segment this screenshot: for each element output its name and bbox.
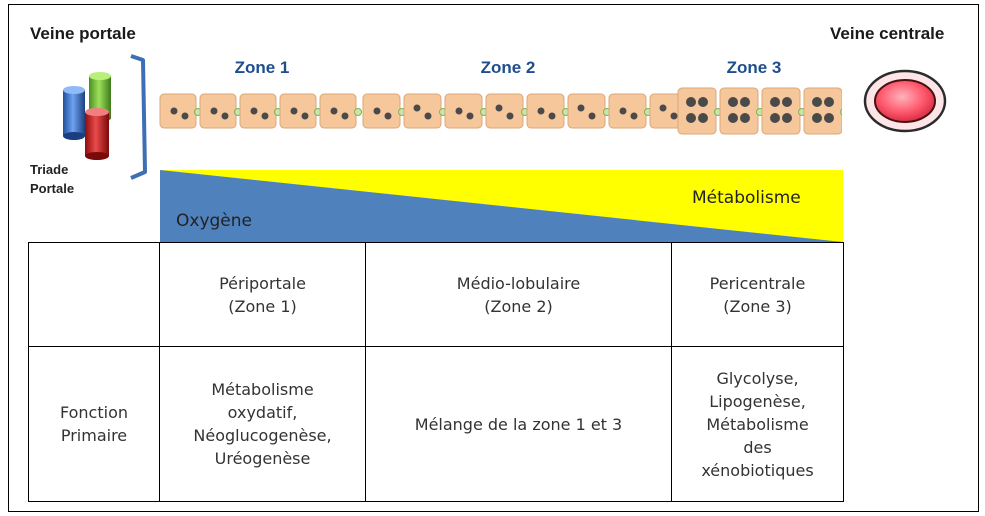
nucleus (577, 104, 585, 112)
nucleus (221, 112, 229, 120)
cell-function-zone1-text: Métabolisme oxydatif, Néoglucogenèse, Ur… (193, 380, 332, 468)
junction (354, 108, 362, 116)
hepatocyte-row-icon (159, 87, 842, 135)
nucleus (659, 104, 667, 112)
cell-function-label-text: Fonction Primaire (59, 403, 128, 445)
nucleus (670, 112, 678, 120)
nucleus (210, 107, 218, 115)
cell-header-zone2-text: Médio-lobulaire (Zone 2) (456, 273, 581, 316)
zone1-label: Zone 1 (234, 58, 290, 77)
portal-vein-label: Veine portale (30, 24, 136, 43)
hepatocyte-cell (677, 87, 717, 135)
hepatocyte-cell (719, 87, 759, 135)
nucleus (740, 113, 750, 123)
nucleus (770, 113, 780, 123)
zone2-label: Zone 2 (480, 58, 536, 77)
nucleus (466, 112, 474, 120)
metabolism-label: Métabolisme (692, 188, 801, 208)
junction (840, 108, 842, 116)
zone3-label: Zone 3 (726, 58, 782, 77)
nucleus (686, 97, 696, 107)
oxygen-metabolism-gradient (160, 170, 843, 242)
nucleus (506, 112, 514, 120)
nucleus (548, 112, 556, 120)
cell-header-zone1: Périportale (Zone 1) (160, 243, 365, 346)
nucleus (413, 104, 421, 112)
cell-function-zone2: Mélange de la zone 1 et 3 (366, 347, 671, 501)
nucleus (824, 97, 834, 107)
nucleus (686, 113, 696, 123)
cell-header-zone2: Médio-lobulaire (Zone 2) (366, 243, 671, 346)
oxygen-label: Oxygène (176, 211, 252, 231)
hepatocyte-cell (567, 93, 606, 129)
cell-header-zone3: Pericentrale (Zone 3) (672, 243, 843, 346)
hepatocyte-cell (608, 93, 647, 129)
nucleus (250, 107, 258, 115)
hepatocyte-cell (279, 93, 317, 129)
nucleus (630, 112, 638, 120)
hepatocyte-cell (526, 93, 565, 129)
nucleus (455, 107, 463, 115)
nucleus (181, 112, 189, 120)
cell-header-zone1-text: Périportale (Zone 1) (219, 273, 306, 316)
cell-function-zone3: Glycolyse, Lipogenèse, Métabolisme des x… (672, 347, 843, 501)
oxygen-band (160, 170, 843, 242)
hepatocyte-cell (761, 87, 801, 135)
nucleus (537, 107, 545, 115)
cell-function-zone3-text: Glycolyse, Lipogenèse, Métabolisme des x… (701, 368, 814, 480)
nucleus (424, 112, 432, 120)
triad-label-line2: Portale (30, 181, 75, 196)
zone-function-table: Périportale (Zone 1) Médio-lobulaire (Zo… (28, 242, 844, 502)
nucleus (261, 112, 269, 120)
nucleus (341, 112, 349, 120)
nucleus (619, 107, 627, 115)
nucleus (812, 113, 822, 123)
cell-function-label: Fonction Primaire (29, 347, 159, 501)
nucleus (698, 97, 708, 107)
nucleus (770, 97, 780, 107)
nucleus (495, 104, 503, 112)
hepatocyte-cell (403, 93, 442, 129)
hepatocyte-cell (319, 93, 357, 129)
central-vein-icon (863, 69, 947, 133)
triad-label: Triade Portale (30, 160, 74, 198)
hepatocyte-cell (444, 93, 483, 129)
central-vein-label: Veine centrale (830, 24, 945, 43)
nucleus (812, 97, 822, 107)
hepatocyte-cell (199, 93, 237, 129)
hepatocyte-cell (159, 93, 197, 129)
figure-frame (8, 4, 979, 512)
hepatocyte-cell (362, 93, 401, 129)
nucleus (301, 112, 309, 120)
nucleus (384, 112, 392, 120)
nucleus (290, 107, 298, 115)
nucleus (728, 97, 738, 107)
nucleus (588, 112, 596, 120)
portal-triad-icon (63, 54, 147, 180)
nucleus (728, 113, 738, 123)
nucleus (330, 107, 338, 115)
cell-header-zone3-text: Pericentrale (Zone 3) (709, 273, 806, 316)
hepatocyte-cell (485, 93, 524, 129)
nucleus (782, 97, 792, 107)
nucleus (373, 107, 381, 115)
hepatocyte-cell (239, 93, 277, 129)
nucleus (824, 113, 834, 123)
triad-label-line1: Triade (30, 162, 69, 177)
cell-function-zone1: Métabolisme oxydatif, Néoglucogenèse, Ur… (160, 347, 365, 501)
nucleus (170, 107, 178, 115)
nucleus (782, 113, 792, 123)
hepatocyte-cell (803, 87, 842, 135)
cell-function-zone2-text: Mélange de la zone 1 et 3 (414, 414, 623, 434)
nucleus (698, 113, 708, 123)
nucleus (740, 97, 750, 107)
